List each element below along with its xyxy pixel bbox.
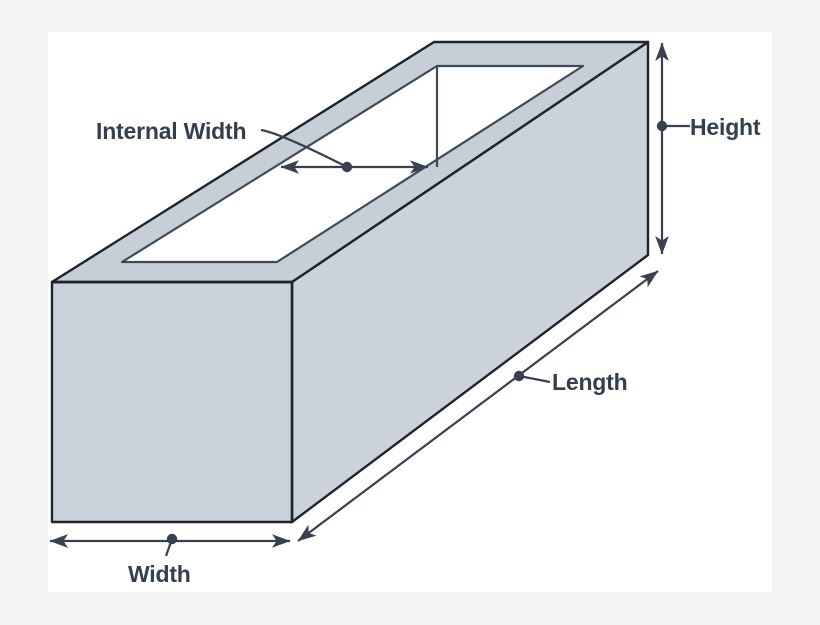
width-label: Width [128,561,191,587]
length-label: Length [552,369,627,395]
dimension-internal-width: Internal Width [96,118,429,174]
internal-width-label: Internal Width [96,118,246,144]
dimension-length: Length [297,270,659,542]
dimension-height: Height [655,42,761,255]
width-leader-line [164,538,174,557]
length-arrow-line [297,270,659,542]
box-front-face [50,280,294,524]
box-solid [50,40,650,524]
dimension-width: Width [49,533,291,587]
internal-width-leader-line [260,128,348,168]
height-label: Height [690,114,761,140]
length-leader-line [518,374,551,384]
